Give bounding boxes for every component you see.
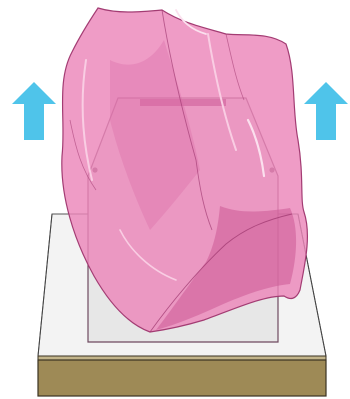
arrow-up-icon: [12, 82, 56, 140]
arrow-up-icon: [304, 82, 348, 140]
plastic-bag: [62, 8, 308, 332]
pallet-top: [38, 356, 326, 360]
pallet: [38, 360, 326, 396]
